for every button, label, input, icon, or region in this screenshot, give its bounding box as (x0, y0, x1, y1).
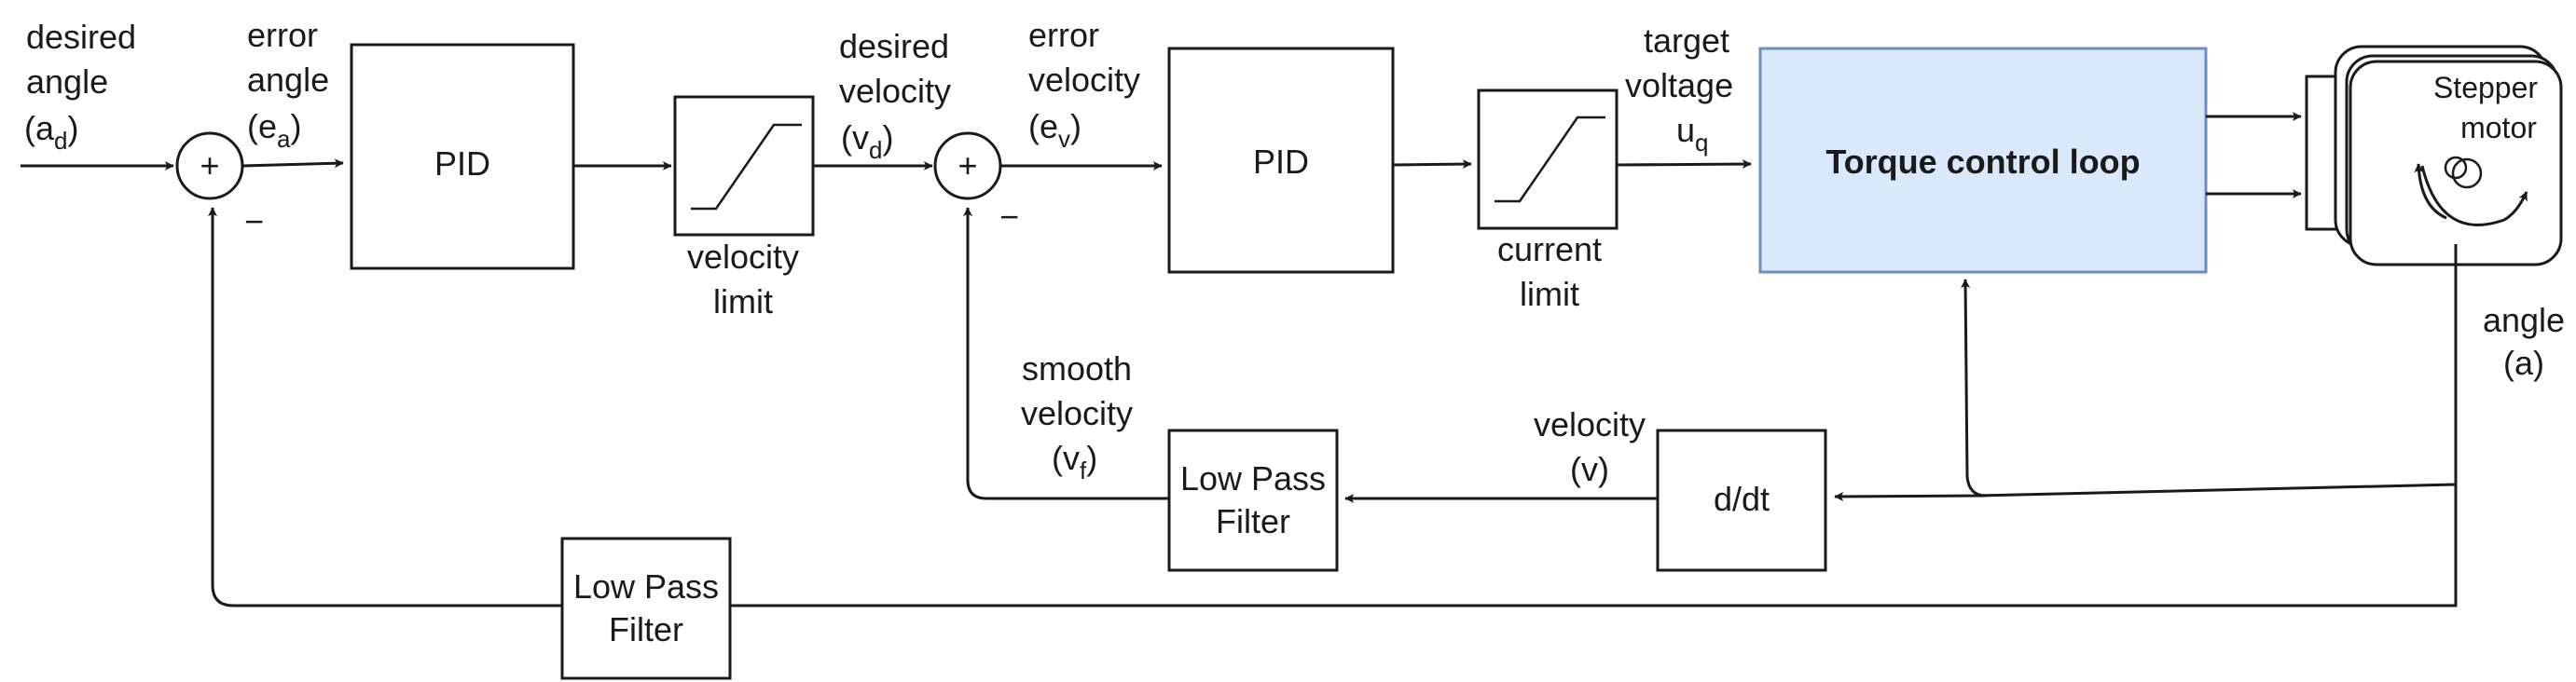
svg-text:target: target (1644, 21, 1729, 60)
svg-text:(ea): (ea) (247, 107, 301, 153)
pid2-out-arrow (1392, 159, 1472, 170)
velocity-feedback-arrow (963, 207, 1169, 500)
svg-text:limit: limit (713, 282, 773, 321)
svg-text:Stepper: Stepper (2433, 71, 2538, 104)
svg-text:Low Pass: Low Pass (573, 567, 719, 606)
svg-text:(v): (v) (1570, 450, 1609, 488)
svg-text:desired: desired (26, 18, 136, 56)
svg-text:(a): (a) (2503, 344, 2544, 382)
svg-text:PID: PID (434, 144, 490, 183)
desired-velocity-label: desired velocity (vd) (839, 27, 951, 164)
svg-text:angle: angle (26, 62, 108, 101)
svg-text:angle: angle (247, 61, 329, 99)
svg-text:smooth: smooth (1022, 349, 1132, 388)
torque-feedback-arrow (1961, 279, 1987, 498)
pid-block-angle: PID (350, 43, 575, 270)
minus-sign-velocity: − (999, 198, 1019, 236)
current-limit-label: current limit (1497, 230, 1602, 313)
svg-text:motor: motor (2460, 111, 2537, 144)
svg-text:velocity: velocity (687, 238, 799, 276)
climit-out-arrow (1616, 159, 1752, 170)
target-voltage-label: target voltage uq (1625, 21, 1733, 157)
svg-text:limit: limit (1520, 275, 1579, 313)
velocity-label: velocity (v) (1534, 405, 1646, 488)
svg-text:+: + (200, 146, 219, 184)
svg-text:current: current (1497, 230, 1602, 268)
smooth-velocity-label: smooth velocity (vf) (1021, 349, 1133, 484)
summing-junction-angle: + (175, 131, 244, 200)
svg-text:error: error (1028, 16, 1099, 54)
error-velocity-label: error velocity (ev) (1028, 16, 1140, 153)
svg-text:+: + (957, 146, 977, 184)
svg-text:(vd): (vd) (841, 118, 893, 164)
svg-text:PID: PID (1253, 143, 1309, 181)
svg-text:angle: angle (2483, 301, 2565, 339)
svg-text:Filter: Filter (609, 610, 683, 648)
current-limit-block (1477, 89, 1619, 230)
svg-text:(ad): (ad) (24, 109, 78, 155)
svg-text:velocity: velocity (839, 72, 951, 110)
svg-text:Filter: Filter (1216, 502, 1290, 540)
svg-text:uq: uq (1676, 111, 1709, 157)
velocity-limit-label: velocity limit (687, 238, 799, 321)
summing-junction-velocity: + (933, 131, 1002, 200)
ddt-block: d/dt (1656, 429, 1827, 572)
pid-block-velocity: PID (1167, 47, 1395, 274)
desired-angle-label: desired angle (ad) (24, 18, 136, 155)
svg-text:(vf): (vf) (1052, 439, 1097, 484)
torque-control-block: Torque control loop (1758, 47, 2208, 274)
svg-text:error: error (247, 16, 318, 54)
stepper-motor: Stepper motor (2305, 45, 2563, 266)
error-angle-label: error angle (ea) (247, 16, 329, 153)
svg-text:Low Pass: Low Pass (1180, 459, 1326, 498)
lpf-velocity-block: Low Pass Filter (1167, 429, 1339, 572)
angle-output-label: angle (a) (2483, 301, 2565, 382)
angle-feedback-arrow (208, 207, 562, 607)
svg-text:voltage: voltage (1625, 66, 1733, 104)
svg-text:velocity: velocity (1028, 61, 1140, 99)
svg-text:velocity: velocity (1534, 405, 1646, 443)
svg-text:(ev): (ev) (1028, 107, 1081, 153)
minus-sign-angle: − (244, 202, 264, 240)
svg-text:d/dt: d/dt (1714, 480, 1770, 518)
svg-text:Torque control loop: Torque control loop (1825, 143, 2140, 181)
ddt-in-arrow (1834, 491, 1987, 501)
lpf-angle-block: Low Pass Filter (560, 537, 732, 680)
error-angle-arrow (241, 158, 344, 169)
velocity-limit-block (673, 95, 815, 237)
angle-to-ddt-wire (1976, 483, 2457, 498)
svg-text:velocity: velocity (1021, 394, 1133, 432)
svg-text:desired: desired (839, 27, 949, 65)
